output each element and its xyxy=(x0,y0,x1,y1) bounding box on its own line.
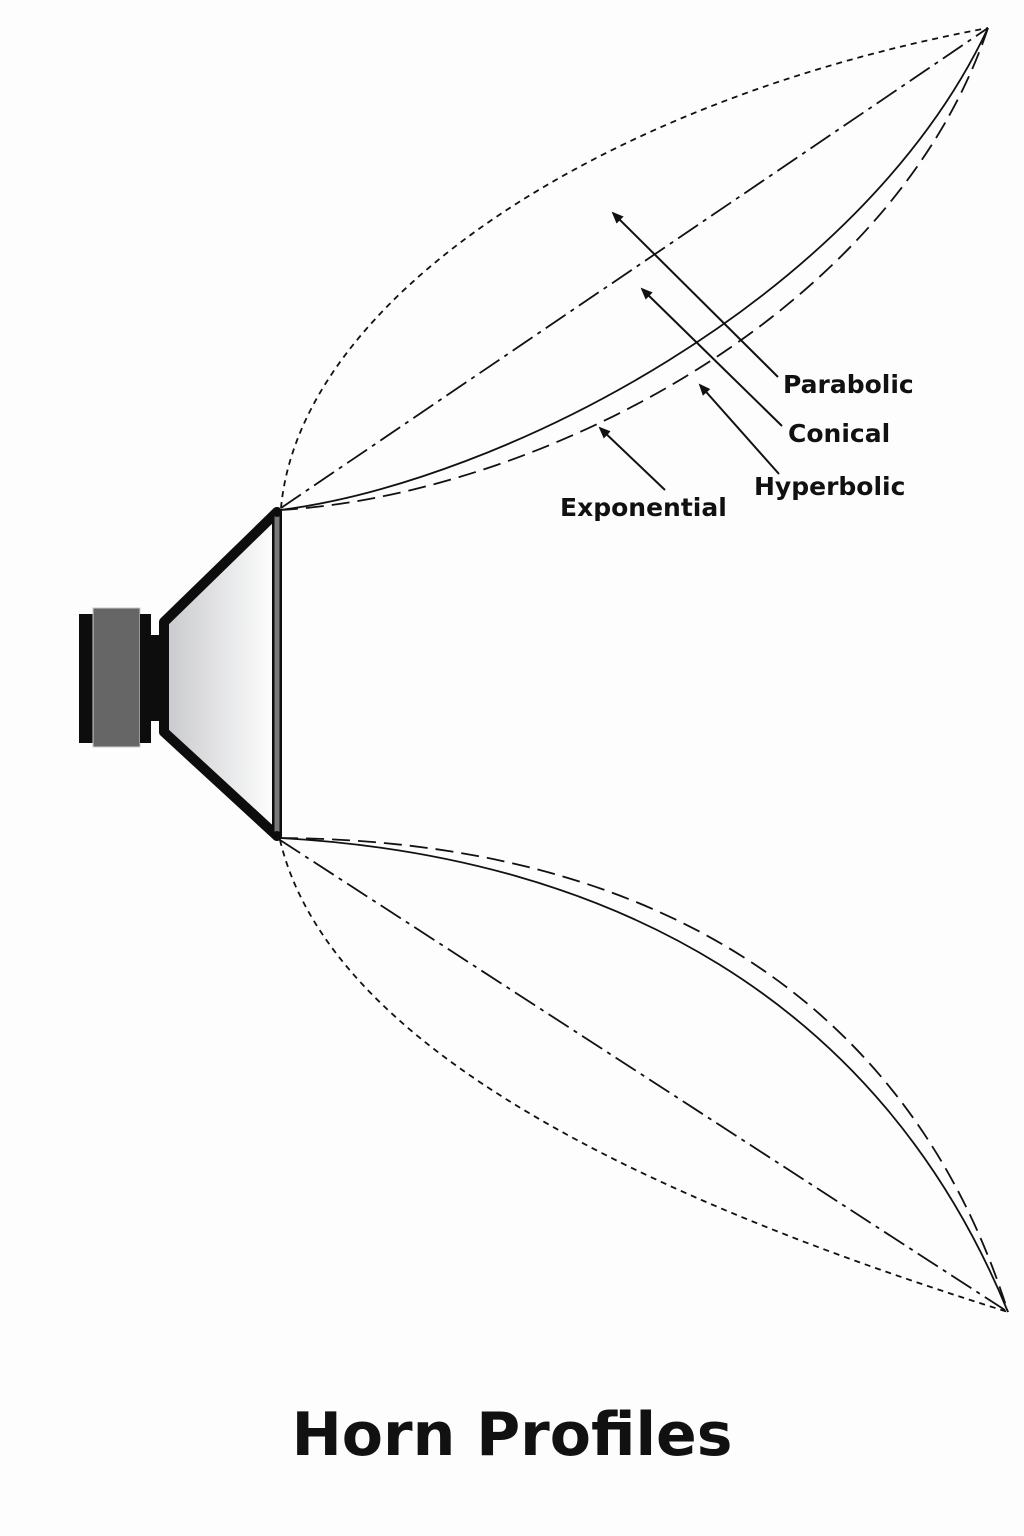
conical-curve-bottom xyxy=(279,839,1009,1313)
label-hyperbolic: Hyperbolic xyxy=(754,472,905,501)
label-conical: Conical xyxy=(788,419,890,448)
driver-front-plate xyxy=(140,614,151,743)
throat-point-bottom xyxy=(272,831,282,841)
driver-magnet xyxy=(92,607,141,748)
throat-point-top xyxy=(272,507,282,517)
diagram-title: Horn Profiles xyxy=(292,1400,733,1470)
driver-back-plate xyxy=(79,614,93,743)
exponential-curve-bottom xyxy=(279,837,1009,1313)
label-exponential: Exponential xyxy=(560,493,727,522)
hyperbolic-arrow xyxy=(698,383,780,475)
hyperbolic-curve-top xyxy=(279,27,989,511)
parabolic-arrow xyxy=(611,211,779,378)
parabolic-curve-bottom xyxy=(279,839,1009,1313)
conical-arrow xyxy=(640,287,783,427)
exponential-curve-top xyxy=(279,27,989,511)
label-parabolic: Parabolic xyxy=(783,370,914,399)
horn-throat-cone xyxy=(159,507,282,841)
conical-curve-top xyxy=(280,27,989,509)
exponential-arrow xyxy=(598,426,666,491)
compression-driver xyxy=(79,507,282,841)
